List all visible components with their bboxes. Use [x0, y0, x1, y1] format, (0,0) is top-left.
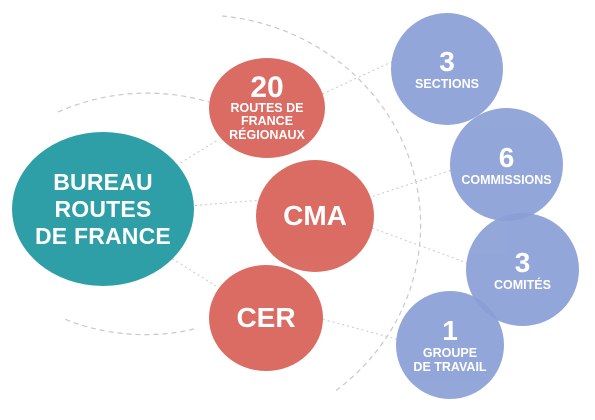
groupe-number: 1: [442, 315, 458, 346]
routes-regionaux-node: 20 ROUTES DE FRANCE RÉGIONAUX: [209, 58, 325, 158]
line-bureau-cma: [189, 199, 263, 207]
line-cma-commissions: [367, 169, 453, 199]
sections-node: 3 SECTIONS: [391, 13, 503, 125]
line-bureau-routes: [171, 139, 219, 169]
arc-inner-top: [57, 92, 210, 113]
routes-regionaux-label-line-2: FRANCE: [240, 114, 294, 129]
commissions-node: 6 COMMISSIONS: [450, 108, 563, 221]
bureau-label-line-3: DE FRANCE: [35, 222, 171, 249]
cma-label: CMA: [283, 200, 347, 231]
cma-node: CMA: [256, 160, 374, 272]
bureau-routes-de-france-node: BUREAU ROUTES DE FRANCE: [12, 132, 194, 286]
routes-regionaux-label-line-3: RÉGIONAUX: [229, 127, 305, 142]
groupe-label-line-1: GROUPE: [422, 346, 478, 360]
line-routes-sections: [317, 57, 401, 97]
groupe-de-travail-node: 1 GROUPE DE TRAVAIL: [396, 291, 504, 399]
bureau-label-line-1: BUREAU: [53, 168, 153, 195]
sections-label: SECTIONS: [415, 77, 479, 91]
sections-number: 3: [439, 46, 455, 77]
cer-label: CER: [236, 302, 296, 333]
cer-node: CER: [209, 265, 323, 371]
routes-regionaux-number: 20: [250, 70, 284, 104]
commissions-number: 6: [498, 141, 515, 173]
commissions-label: COMMISSIONS: [461, 172, 552, 187]
arc-inner-bottom: [61, 317, 195, 336]
routes-regionaux-label-line-1: ROUTES DE: [230, 100, 304, 115]
bureau-label-line-2: ROUTES: [54, 195, 152, 222]
groupe-label-line-2: DE TRAVAIL: [413, 360, 487, 374]
comites-number: 3: [514, 246, 531, 278]
comites-label: COMITÉS: [494, 277, 551, 292]
line-bureau-cer: [167, 255, 217, 287]
line-cer-groupe: [317, 317, 401, 341]
